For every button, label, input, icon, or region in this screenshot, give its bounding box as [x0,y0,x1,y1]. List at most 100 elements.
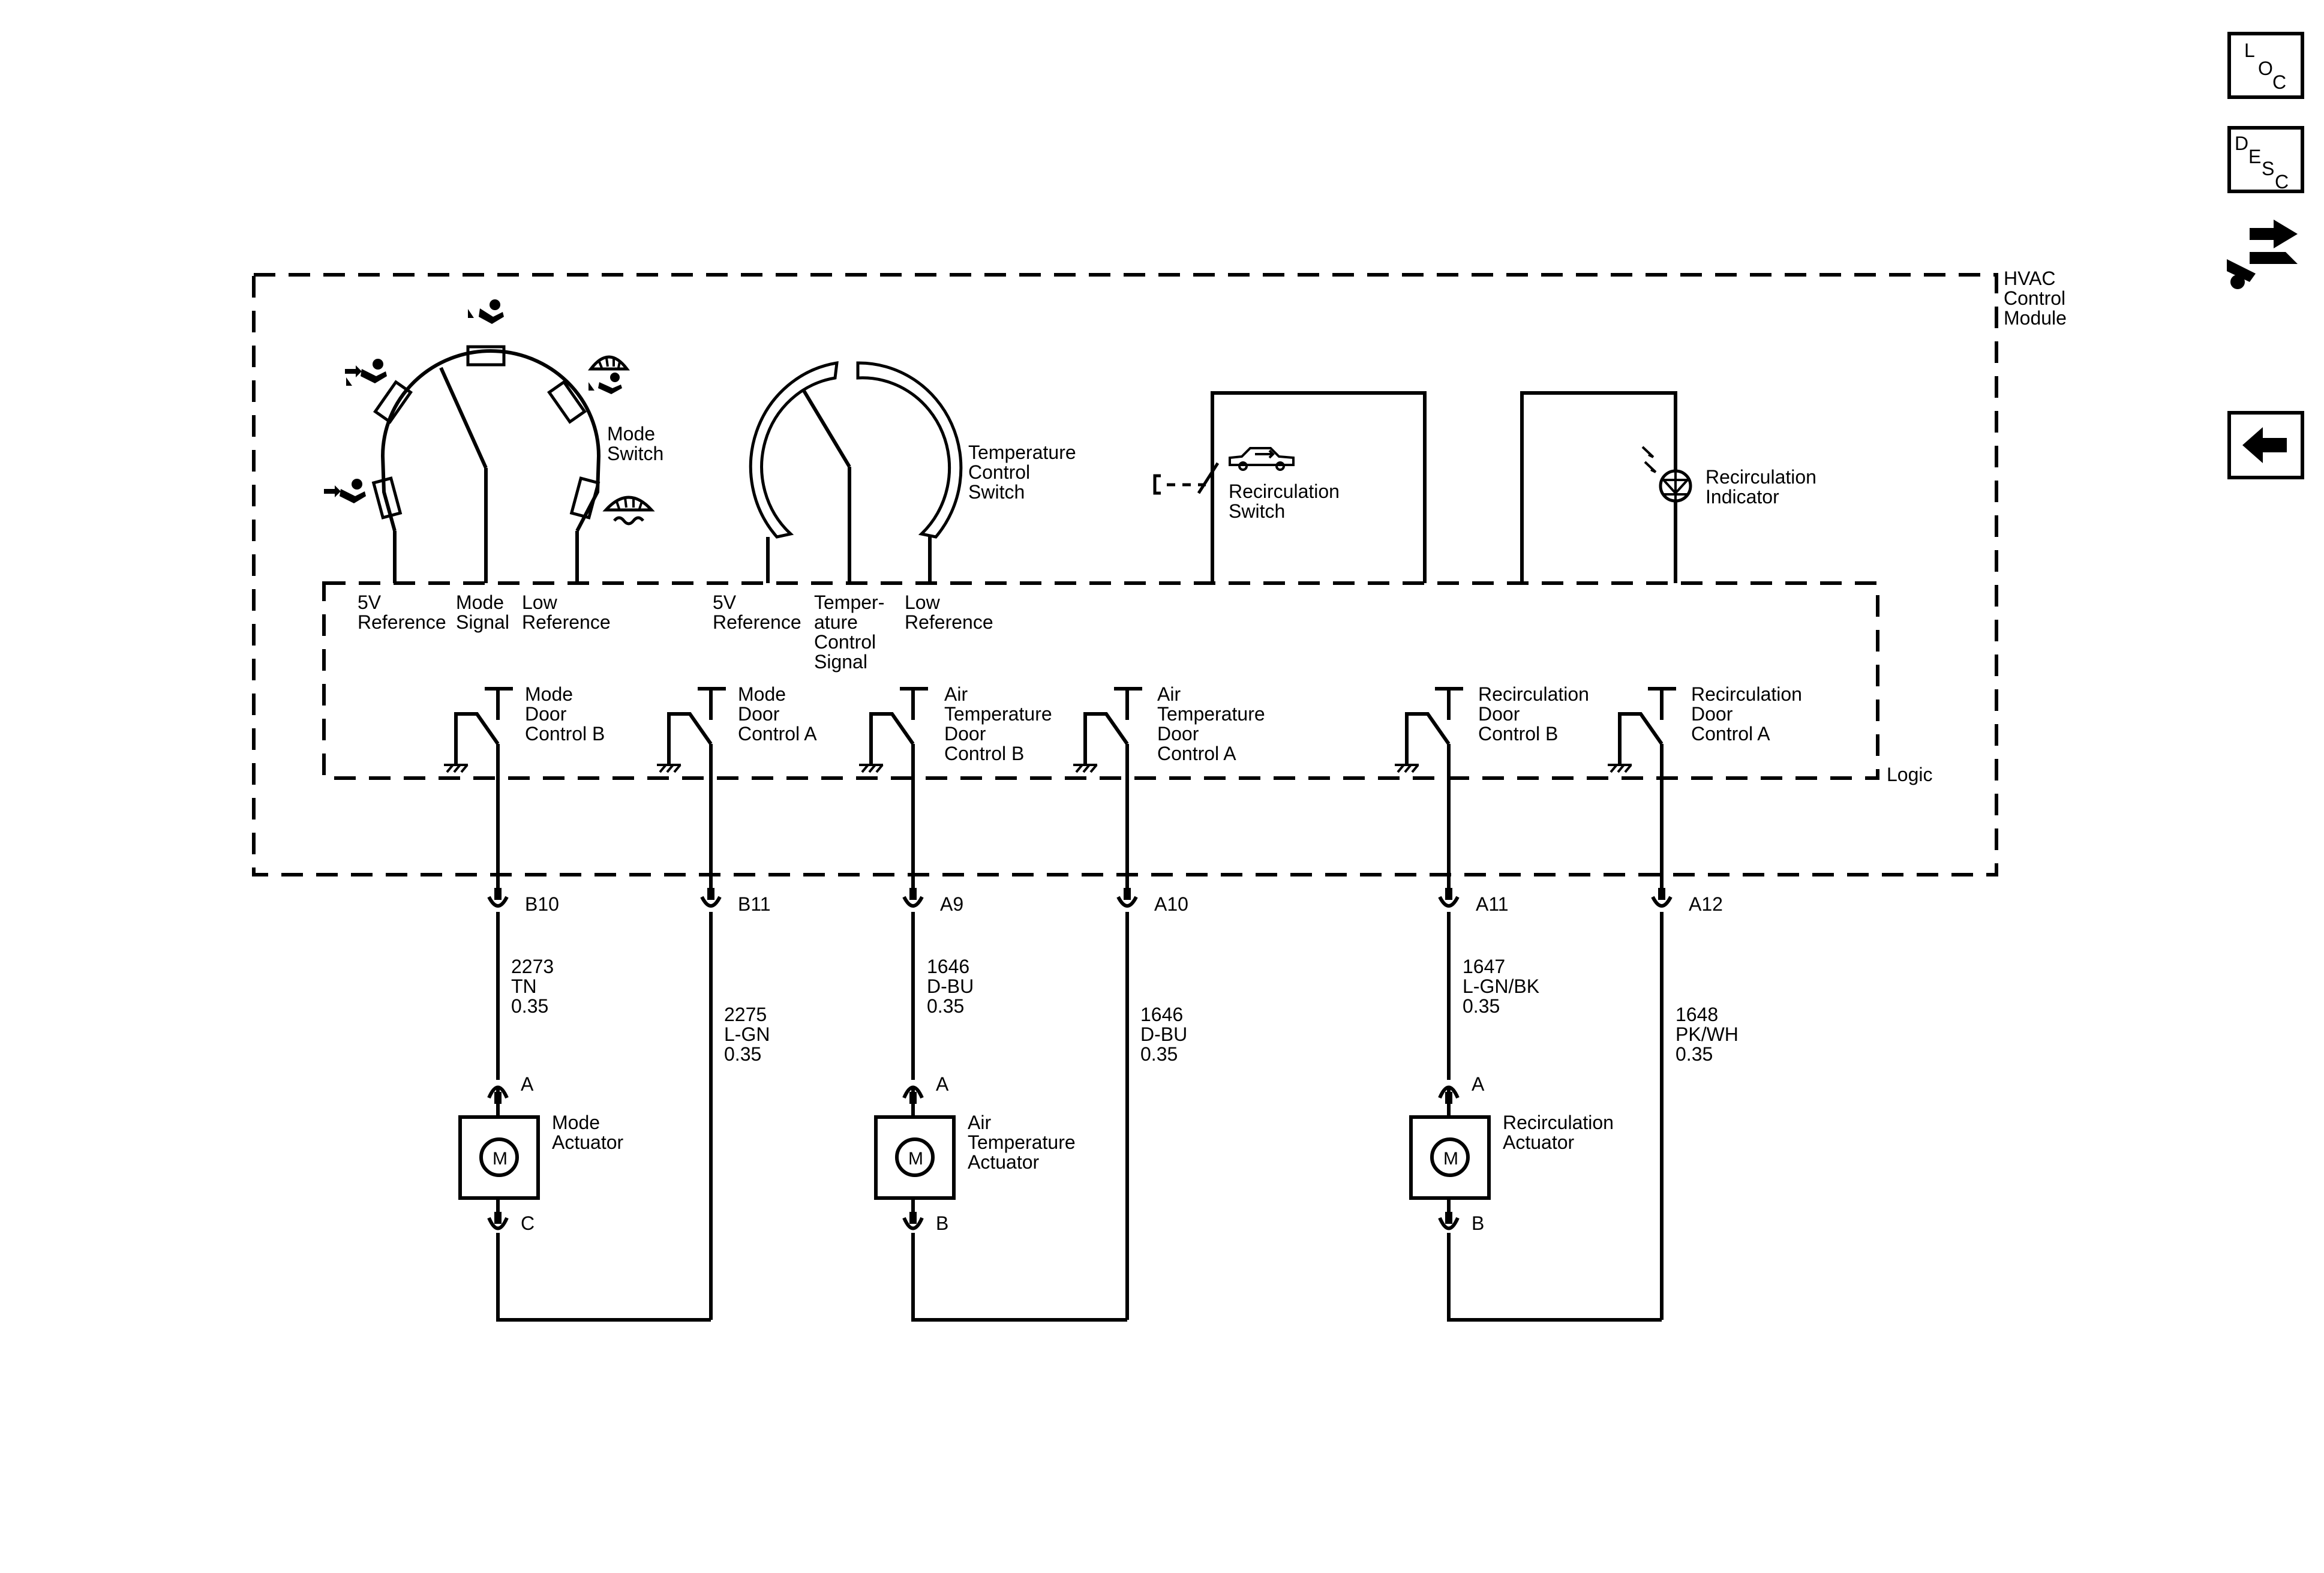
bi-level-icon [345,359,387,386]
svg-text:Low: Low [522,592,558,613]
car-recirculation-icon [1229,447,1295,471]
svg-text:D-BU: D-BU [927,975,974,997]
mode-actuator-label: Mode Actuator M A C [493,1073,624,1234]
wire-spec-1648: 1648 PK/WH 0.35 [1676,1004,1739,1065]
desc-button[interactable]: D E S C [2227,126,2304,193]
svg-text:Mode: Mode [552,1112,600,1133]
svg-text:Control A: Control A [1157,743,1236,764]
svg-text:Reference: Reference [905,611,993,633]
recirc-indicator-box [1520,391,1677,583]
svg-text:Control B: Control B [1478,723,1558,745]
svg-text:0.35: 0.35 [1463,995,1500,1017]
svg-text:Actuator: Actuator [1503,1131,1575,1153]
arrows-wrench-icon[interactable] [2227,220,2298,289]
svg-text:0.35: 0.35 [1140,1043,1178,1065]
actuator-pin-top: A [1472,1073,1485,1095]
wire-spec-2275: 2275 L-GN 0.35 [724,1004,770,1065]
actuator-pin-bottom: C [521,1212,535,1234]
actuator-pin-bottom: B [936,1212,948,1234]
desc-letter-3: S [2262,158,2274,179]
svg-text:5V: 5V [713,592,737,613]
actuator-pin-bottom: B [1472,1212,1484,1234]
connector-pin-labels: B10 B11 A9 A10 A11 A12 [525,893,1723,915]
floor-icon [468,299,504,324]
logic-boundary [322,581,1879,780]
mode-switch-label: Mode Switch [607,423,663,464]
floor-defrost-icon [587,355,630,394]
pin-a11: A11 [1476,893,1509,915]
actuator-pin-top: A [936,1073,949,1095]
driver-label-air-temp-b: Air Temperature Door Control B [944,683,1052,764]
svg-text:5V: 5V [358,592,382,613]
svg-text:Switch: Switch [968,481,1025,503]
svg-text:0.35: 0.35 [1676,1043,1713,1065]
loc-letter-1: L [2244,40,2255,61]
pin-b10: B10 [525,893,559,915]
mode-switch-arc [380,349,601,532]
svg-text:0.35: 0.35 [927,995,964,1017]
hvac-module-boundary [252,273,1998,876]
loc-letter-2: O [2258,58,2273,79]
recirc-switch-label: Recirculation Switch [1229,481,1340,522]
desc-letter-1: D [2235,133,2248,154]
svg-text:Air: Air [944,683,968,705]
svg-text:0.35: 0.35 [511,995,548,1017]
svg-text:Reference: Reference [713,611,801,633]
svg-text:Temperature: Temperature [968,442,1076,463]
driver-label-recirc-b: Recirculation Door Control B [1478,683,1589,745]
logic-label: Logic [1887,764,1933,785]
pin-a12: A12 [1689,893,1723,915]
pin-b11: B11 [738,893,771,915]
svg-text:Air: Air [968,1112,991,1133]
svg-text:Recirculation: Recirculation [1503,1112,1614,1133]
wire-spec-1646-b: 1646 D-BU 0.35 [1140,1004,1187,1065]
svg-text:Low: Low [905,592,941,613]
air-temperature-actuator-label: Air Temperature Actuator M A B [908,1073,1076,1234]
temperature-switch-arc [749,361,839,539]
svg-text:Control B: Control B [525,723,605,745]
pin-a9: A9 [940,893,963,915]
svg-text:Mode: Mode [525,683,573,705]
svg-text:Door: Door [1691,703,1733,725]
svg-text:Switch: Switch [607,443,663,464]
driver-label-air-temp-a: Air Temperature Door Control A [1157,683,1265,764]
svg-text:1648: 1648 [1676,1004,1718,1025]
svg-text:Door: Door [525,703,567,725]
wire-spec-1647: 1647 L-GN/BK 0.35 [1463,956,1539,1017]
svg-text:Recirculation: Recirculation [1478,683,1589,705]
desc-letter-2: E [2248,146,2261,167]
loc-button[interactable]: L O C [2227,32,2304,99]
svg-text:Reference: Reference [522,611,611,633]
svg-text:Mode: Mode [607,423,655,445]
pin-a10: A10 [1154,893,1188,915]
svg-text:0.35: 0.35 [724,1043,761,1065]
svg-text:Door: Door [1157,723,1199,745]
svg-text:1646: 1646 [1140,1004,1183,1025]
motor-symbol: M [1443,1149,1458,1169]
svg-text:Recirculation: Recirculation [1229,481,1340,502]
svg-text:Control A: Control A [738,723,817,745]
mode-switch-icons [324,299,655,526]
svg-text:Door: Door [1478,703,1520,725]
desc-letter-4: C [2275,171,2289,193]
svg-text:Reference: Reference [358,611,446,633]
back-button[interactable] [2227,411,2304,479]
svg-text:Indicator: Indicator [1706,486,1779,508]
module-label: HVAC Control Module [2004,268,2067,329]
recirc-switch-box [1211,391,1427,583]
svg-text:Switch: Switch [1229,500,1285,522]
svg-text:Signal: Signal [456,611,509,633]
svg-text:Air: Air [1157,683,1181,705]
svg-text:Actuator: Actuator [552,1131,624,1153]
svg-text:2275: 2275 [724,1004,767,1025]
motor-symbol: M [908,1149,923,1169]
mode-switch-pin-labels: 5V Reference Mode Signal Low Reference [358,592,611,633]
driver-label-mode-b: Mode Door Control B [525,683,605,745]
vent-icon [324,479,366,503]
arrow-left-icon [2242,427,2287,463]
temperature-switch-label: Temperature Control Switch [968,442,1076,503]
svg-text:Control A: Control A [1691,723,1770,745]
svg-text:Control: Control [814,631,876,653]
svg-text:Door: Door [738,703,780,725]
